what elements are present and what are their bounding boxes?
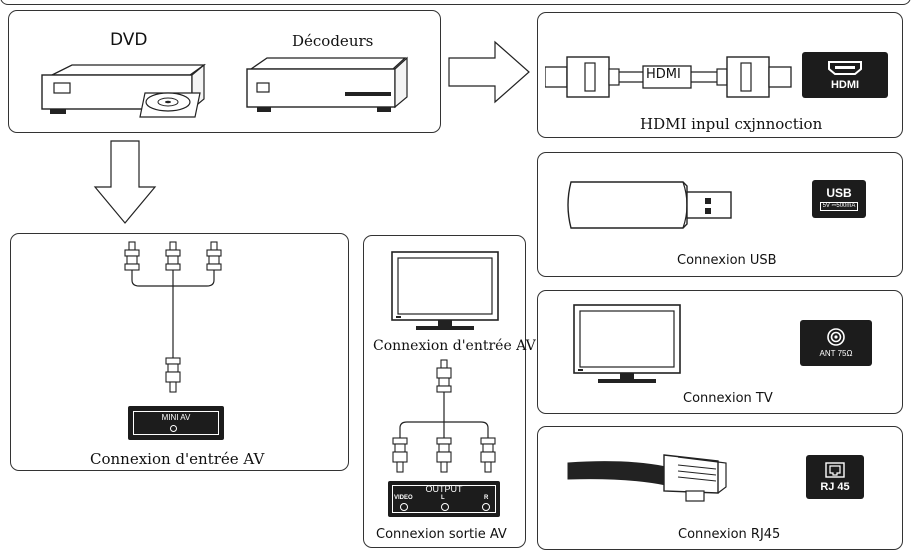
rca-cable-icon	[115, 240, 235, 400]
ethernet-cable-icon	[566, 445, 736, 507]
hdmi-socket-icon	[828, 60, 862, 75]
hdmi-cable-text: HDMI	[646, 67, 681, 82]
usb-stick-icon	[565, 178, 745, 232]
rj45-socket-icon	[825, 461, 845, 478]
l-label: L	[441, 495, 445, 501]
output-port-panel: OUTPUT VIDEO L R	[388, 481, 500, 517]
antenna-port-label: ANT 75Ω	[819, 349, 853, 358]
arrow-right-icon	[447, 40, 533, 104]
usb-caption: Connexion USB	[677, 253, 777, 268]
mini-av-label: MINI AV	[161, 413, 191, 422]
mini-av-port: MINI AV	[128, 406, 224, 440]
output-port-inner	[392, 485, 496, 513]
video-socket-icon	[400, 503, 408, 511]
arrow-down-icon	[93, 139, 159, 227]
l-socket-icon	[441, 503, 449, 511]
video-label: VIDEO	[394, 495, 413, 501]
decoder-icon	[245, 55, 415, 117]
rj45-caption: Connexion RJ45	[678, 527, 781, 542]
mini-av-inner	[133, 411, 219, 435]
hdmi-caption: HDMI inpul cxjnnoction	[640, 115, 823, 133]
av-output-caption: Connexion sortie AV	[376, 527, 507, 542]
mini-av-socket-icon	[170, 425, 177, 432]
coax-socket-icon	[827, 328, 845, 346]
r-label: R	[484, 495, 489, 501]
r-socket-icon	[482, 503, 490, 511]
hdmi-port-icon: HDMI	[802, 52, 888, 98]
hdmi-cable-icon	[545, 55, 795, 99]
usb-port-label: USB	[826, 186, 852, 200]
rca-cable-icon	[385, 358, 505, 480]
rj45-port-icon: RJ 45	[806, 455, 864, 499]
av-output-tv-caption: Connexion d'entrée AV	[373, 338, 536, 354]
usb-port-sub: 5V ⎓500mA	[819, 202, 859, 211]
hdmi-port-label: HDMI	[830, 78, 860, 91]
usb-port-icon: USB 5V ⎓500mA	[812, 180, 866, 218]
rj45-port-label: RJ 45	[820, 480, 850, 493]
dvd-player-icon	[40, 55, 210, 125]
av-input-caption: Connexion d'entrée AV	[90, 450, 265, 468]
decoder-label: Décodeurs	[292, 32, 374, 50]
top-panel-edge	[0, 0, 911, 5]
antenna-port-icon: ANT 75Ω	[800, 320, 872, 366]
tv-icon	[572, 303, 684, 385]
dvd-label: DVD	[110, 30, 148, 50]
output-title: OUTPUT	[425, 484, 463, 494]
tv-icon	[390, 250, 502, 332]
tv-caption: Connexion TV	[683, 391, 773, 406]
